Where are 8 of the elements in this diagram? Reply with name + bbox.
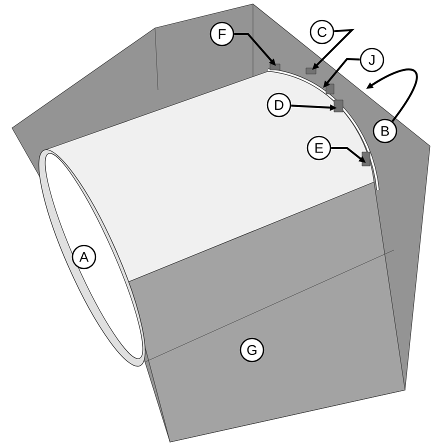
callout-letter: E <box>306 136 332 160</box>
callout-letter: D <box>266 92 292 118</box>
callout-letter: J <box>360 48 384 72</box>
callout-letter: G <box>240 338 264 362</box>
callout-letter: B <box>372 118 398 144</box>
callout-letter: A <box>72 244 96 270</box>
callout-letter: F <box>210 22 234 46</box>
callout-letter: C <box>310 20 334 44</box>
